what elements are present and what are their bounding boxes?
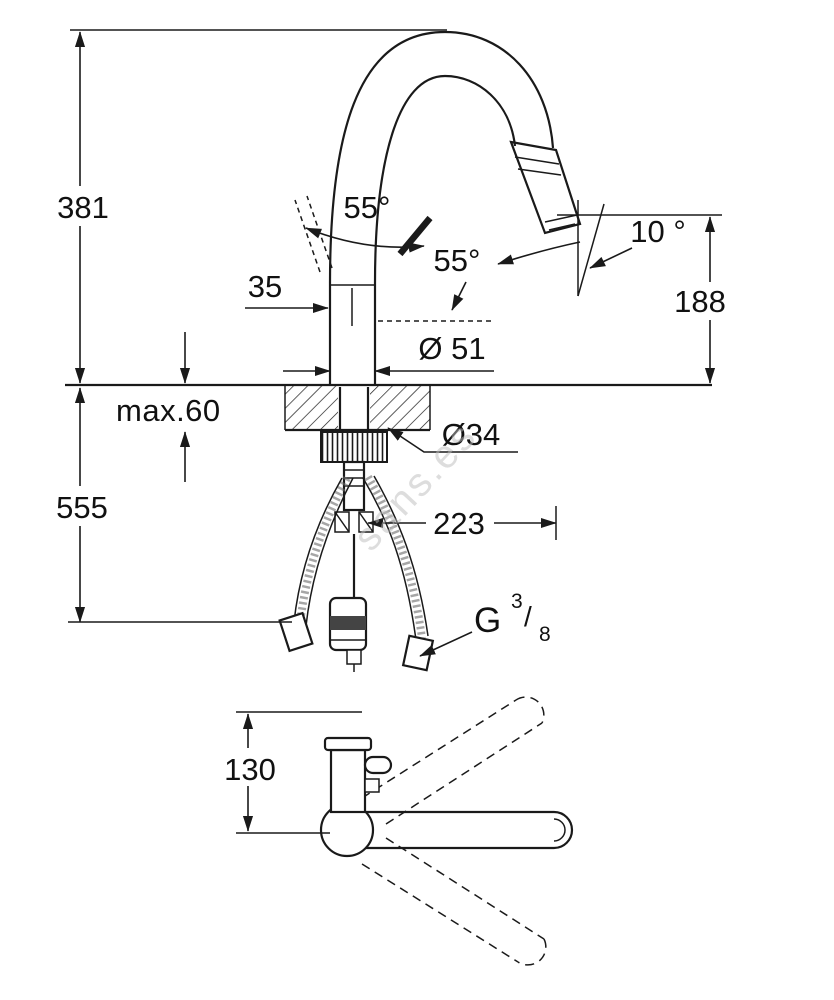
mounting-assembly bbox=[320, 387, 388, 533]
dim-555-label: 555 bbox=[56, 490, 108, 525]
dim-dia51-label: Ø 51 bbox=[418, 331, 485, 366]
dimension-lines bbox=[68, 29, 722, 657]
main-view bbox=[65, 29, 722, 672]
angle-55-swing-label: 55° bbox=[344, 190, 391, 225]
bottom-view bbox=[236, 696, 574, 966]
dim-188-label: 188 bbox=[674, 284, 726, 319]
thread-numerator: 3 bbox=[511, 590, 523, 613]
thread-label: G 3 / 8 bbox=[474, 590, 551, 646]
angle-55-tilt-label: 55° bbox=[434, 243, 481, 278]
faucet-body bbox=[328, 30, 555, 385]
swivel-range-dashed bbox=[361, 696, 547, 966]
counter-hatch bbox=[284, 386, 431, 432]
dim-223-label: 223 bbox=[433, 506, 485, 541]
dim-35-label: 35 bbox=[248, 269, 282, 304]
faucet-base bbox=[319, 736, 393, 858]
mounting-nut bbox=[320, 431, 388, 463]
dim-381-label: 381 bbox=[57, 190, 109, 225]
dimension-labels: 381 555 max.60 35 55° 55° 10 ° 188 Ø 51 … bbox=[54, 186, 732, 787]
dim-130-label: 130 bbox=[224, 752, 276, 787]
spray-head bbox=[509, 140, 582, 235]
spout-arm bbox=[347, 810, 574, 850]
dim-max60-label: max.60 bbox=[116, 393, 221, 428]
thread-slash: / bbox=[524, 601, 532, 632]
thread-letter: G bbox=[474, 601, 501, 640]
thread-denominator: 8 bbox=[539, 623, 551, 646]
angle-10-label: 10 ° bbox=[630, 214, 686, 249]
dim-dia34-label: Ø34 bbox=[442, 417, 501, 452]
handle-tab bbox=[363, 755, 393, 775]
